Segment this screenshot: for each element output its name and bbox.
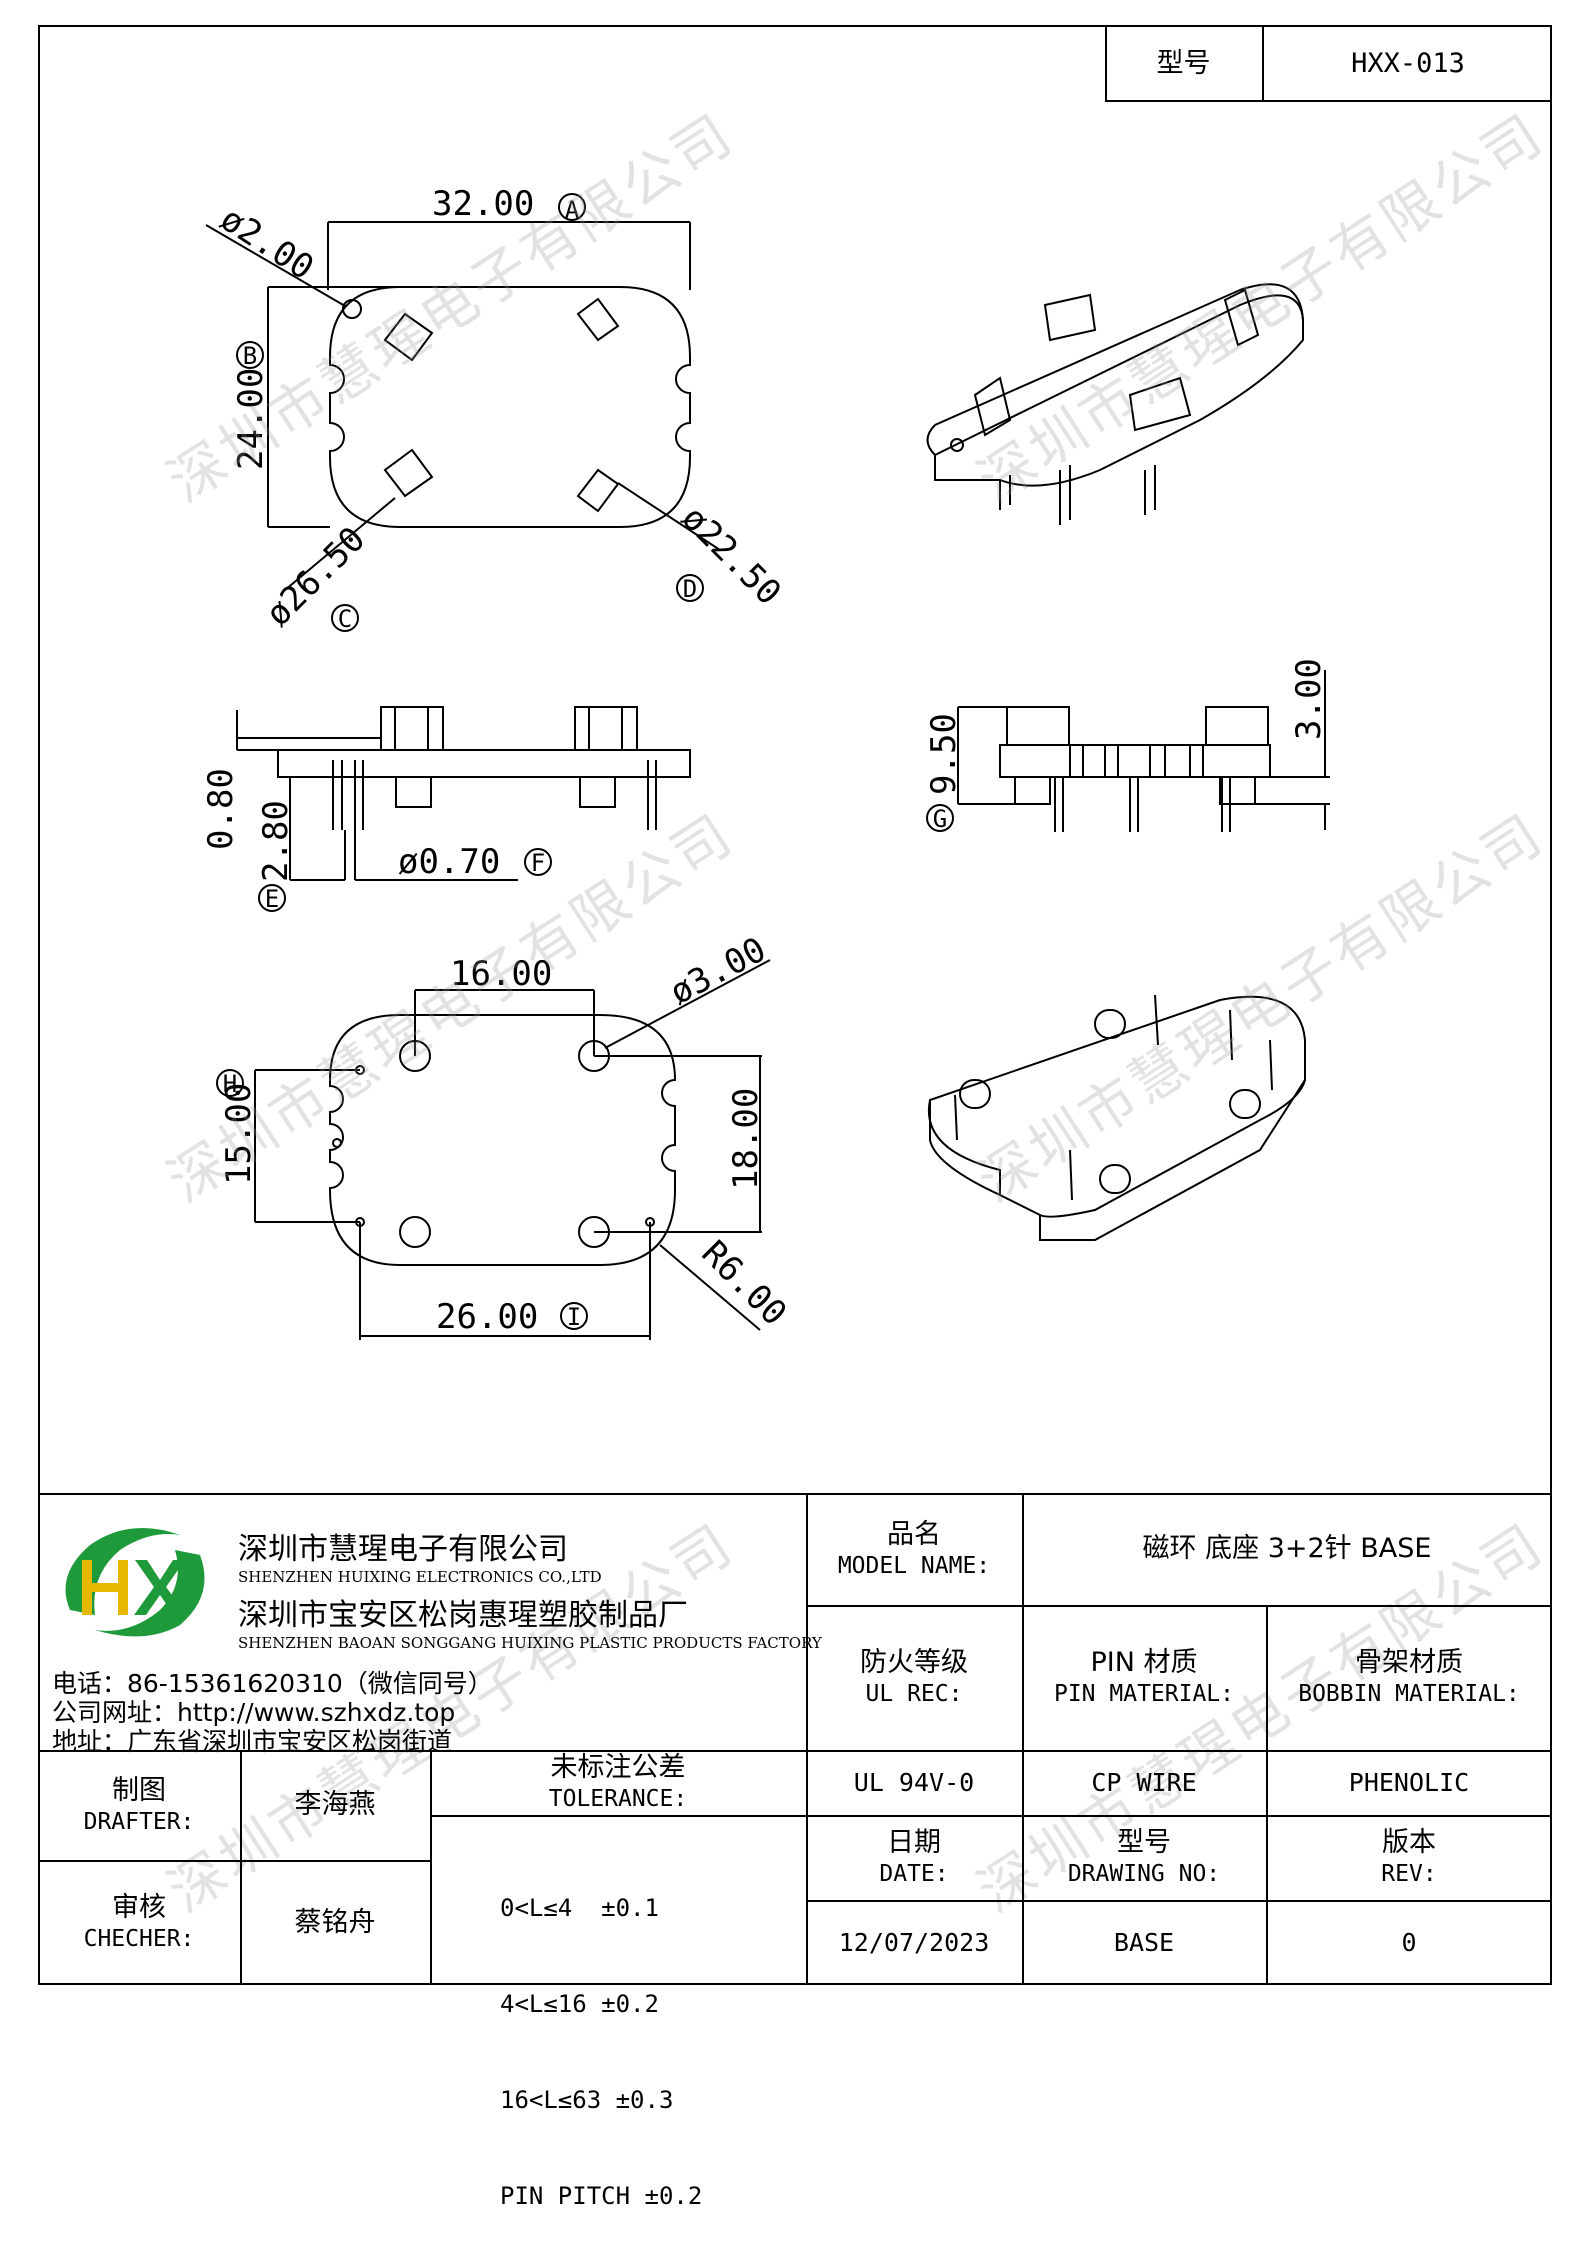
date-label: 日期 DATE: (879, 1827, 949, 1887)
dim-width-tag: A (565, 196, 580, 224)
tolerance-line: 4<L≤16 ±0.2 (500, 1990, 659, 2018)
dim-18-text: 18.00 (726, 1088, 766, 1190)
tolerance-label: 未标注公差 TOLERANCE: (548, 1752, 688, 1812)
side-view-left (236, 706, 691, 881)
drawing-sheet (38, 25, 1552, 1985)
dim-15-text: 15.00 (219, 1083, 259, 1185)
dim-r6-text: R6.00 (694, 1233, 795, 1334)
dim-e-tag: E (265, 885, 279, 913)
company-logo (65, 1527, 205, 1637)
ul-rec-label: 防火等级 UL REC: (860, 1647, 968, 1707)
dim-080-text: 0.80 (201, 768, 241, 850)
tolerance-line: PIN PITCH ±0.2 (500, 2182, 703, 2210)
dim-g-tag: G (933, 805, 947, 833)
model-header-box (1105, 25, 1552, 102)
rev-label: 版本 REV: (1381, 1827, 1437, 1887)
dim-hole-text: ø2.00 (213, 199, 321, 288)
date-value: 12/07/2023 (838, 1927, 990, 1957)
bobbin-material-label: 骨架材质 BOBBIN MATERIAL: (1298, 1647, 1520, 1707)
pin-material-label: PIN 材质 PIN MATERIAL: (1053, 1647, 1234, 1707)
factory-name-en: SHENZHEN BAOAN SONGGANG HUIXING PLASTIC … (238, 1634, 822, 1652)
rev-value: 0 (1401, 1927, 1417, 1957)
drawing-no-label: 型号 DRAWING NO: (1067, 1827, 1221, 1887)
checker-name: 蔡铭舟 (294, 1906, 376, 1938)
company-name-cn: 深圳市慧瑆电子有限公司 (238, 1532, 568, 1567)
company-website[interactable]: 公司网址：http://www.szhxdz.top (52, 1698, 456, 1727)
dim-height-text: 24.00 (231, 368, 271, 470)
drafter-label: 制图 DRAFTER: (83, 1774, 195, 1835)
iso-view-bottom (927, 994, 1306, 1241)
dim-280-text: 2.80 (256, 800, 296, 882)
dim-pin-text: ø0.70 (398, 842, 500, 882)
company-name-en: SHENZHEN HUIXING ELECTRONICS CO.,LTD (238, 1568, 602, 1586)
factory-name-cn: 深圳市宝安区松岗惠瑆塑胶制品厂 (238, 1598, 688, 1633)
tolerance-line: 16<L≤63 ±0.3 (500, 2086, 674, 2114)
side-view-right (957, 670, 1330, 832)
iso-view-top (926, 283, 1304, 525)
top-view-outline (329, 286, 691, 528)
ul-rec-value: UL 94V-0 (853, 1767, 975, 1797)
dim-c-text: ø26.50 (258, 519, 373, 634)
company-phone: 电话：86-15361620310（微信同号） (52, 1669, 493, 1698)
dim-f-tag: F (531, 849, 545, 877)
dim-i-tag: I (567, 1303, 581, 1331)
dim-h-tag: H (223, 1070, 237, 1098)
engineering-drawing: 32.00 A 24.00 B ø2.00 ø26.50 C ø22.50 D … (201, 184, 1330, 1340)
model-name-value: 磁环 底座 3+2针 BASE (1142, 1533, 1432, 1565)
company-address: 地址：广东省深圳市宝安区松岗街道 (52, 1727, 453, 1756)
checker-label: 审核 CHECHER: (83, 1892, 195, 1952)
dim-950-text: 9.50 (924, 713, 964, 795)
bottom-view-outline (329, 1014, 677, 1266)
dim-300-text: 3.00 (1289, 658, 1329, 740)
model-header-value: HXX-013 (1351, 47, 1465, 79)
tolerance-line: 0<L≤4 ±0.1 (500, 1894, 659, 1922)
model-name-label: 品名 MODEL NAME: (837, 1518, 991, 1579)
pin-material-value: CP WIRE (1091, 1767, 1197, 1797)
bobbin-material-value: PHENOLIC (1348, 1767, 1470, 1797)
dim-width-text: 32.00 (432, 184, 534, 224)
drafter-name: 李海燕 (294, 1789, 376, 1821)
tolerance-values: 0<L≤4 ±0.1 4<L≤16 ±0.2 16<L≤63 ±0.3 PIN … (500, 1828, 702, 2244)
dim-26-text: 26.00 (436, 1297, 538, 1337)
dim-d-tag: D (683, 575, 697, 603)
dim-c-tag: C (338, 605, 352, 633)
drawing-no-value: BASE (1113, 1927, 1175, 1957)
dim-16-text: 16.00 (450, 954, 552, 994)
model-header-label: 型号 (1156, 47, 1211, 79)
dim-hole3-text: ø3.00 (663, 930, 772, 1013)
dim-height-tag: B (243, 342, 257, 370)
